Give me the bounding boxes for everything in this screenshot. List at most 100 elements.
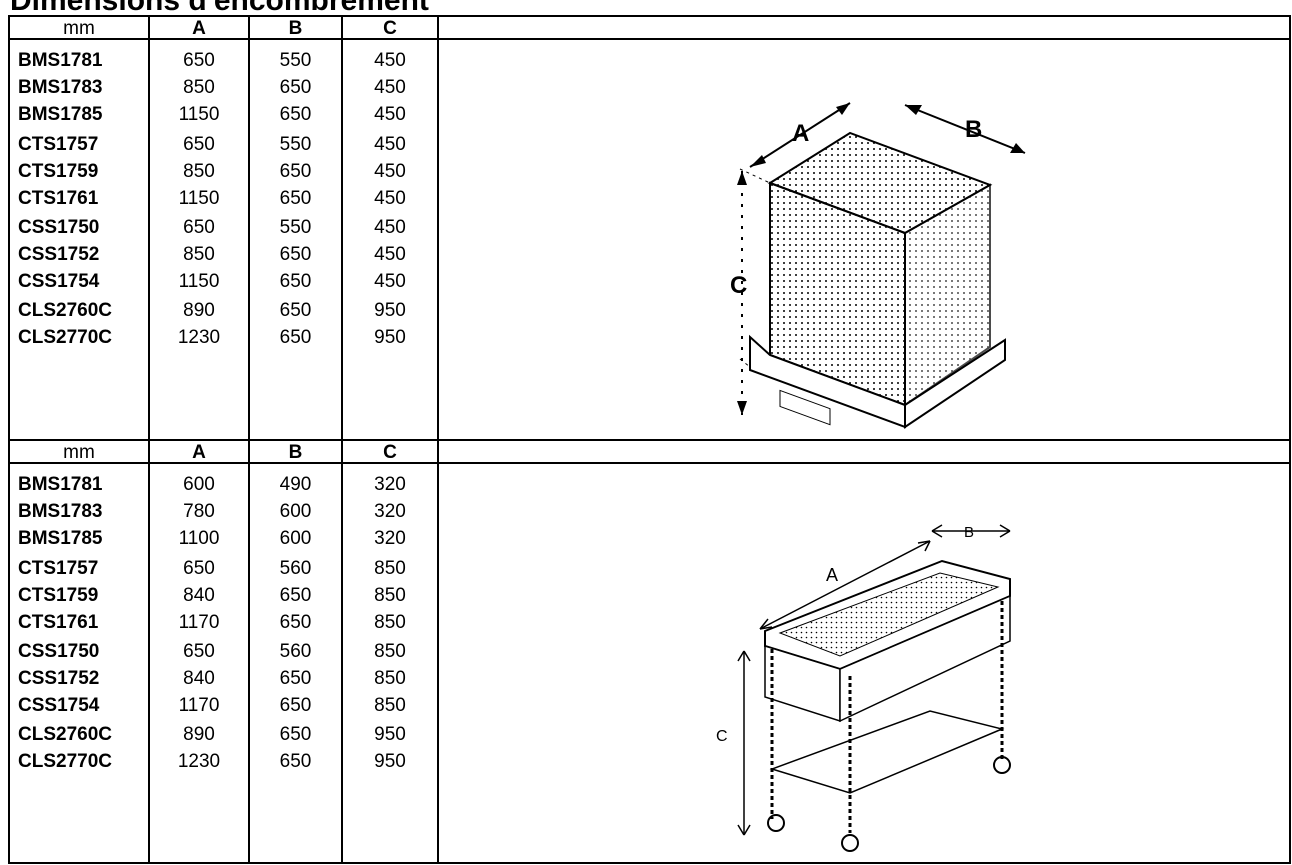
header-c: C [383, 442, 397, 463]
dimension-a-value: 650 [183, 50, 215, 71]
dimension-label-b: B [964, 524, 974, 541]
dimension-c-value: 450 [374, 50, 406, 71]
dimension-a-value: 650 [183, 558, 215, 579]
dimension-c-value: 320 [374, 474, 406, 495]
column-divider [341, 15, 343, 439]
dimension-a-value: 890 [183, 300, 215, 321]
header-a: A [192, 442, 206, 463]
model-name: BMS1785 [18, 528, 103, 549]
dimension-c-value: 850 [374, 612, 406, 633]
model-name: CSS1750 [18, 641, 100, 662]
dimension-a-value: 1170 [178, 695, 220, 716]
dimension-b-value: 650 [279, 612, 312, 633]
dimension-a-value: 1150 [178, 271, 220, 292]
dimension-c-value: 320 [374, 501, 406, 522]
header-c: C [383, 18, 397, 39]
dimension-c-value: 850 [374, 641, 406, 662]
dimension-b-value: 650 [279, 104, 312, 125]
dimension-c-value: 450 [374, 134, 406, 155]
model-name: CTS1759 [18, 161, 99, 182]
dimension-c-value: 450 [374, 161, 406, 182]
dimension-c-value: 450 [374, 188, 406, 209]
model-name: CLS2760C [18, 300, 112, 321]
column-divider [148, 15, 150, 439]
dimension-a-value: 780 [183, 501, 215, 522]
dimension-a-value: 840 [183, 585, 215, 606]
model-name: CSS1752 [18, 244, 100, 265]
column-divider [248, 439, 250, 862]
model-name: CLS2760C [18, 724, 112, 745]
dimension-c-value: 450 [374, 271, 406, 292]
model-name: CSS1752 [18, 668, 100, 689]
model-name: CLS2770C [18, 751, 112, 772]
dimension-label-a: A [792, 120, 809, 147]
dimension-a-value: 850 [183, 77, 215, 98]
dimension-b-value: 560 [279, 558, 312, 579]
dimension-b-value: 650 [279, 585, 312, 606]
model-name: CTS1761 [18, 188, 99, 209]
dimension-b-value: 550 [279, 50, 312, 71]
packed-crate-drawing: A B C [730, 102, 1026, 429]
dimension-b-value: 550 [279, 217, 312, 238]
table-header-row: mm A B C [10, 439, 1289, 464]
dimension-label-a: A [826, 565, 838, 585]
dimension-label-c: C [730, 272, 747, 299]
model-name: CTS1757 [18, 134, 99, 155]
dimension-a-value: 1230 [177, 327, 221, 348]
dimension-a-value: 600 [183, 474, 215, 495]
dimension-c-value: 950 [374, 327, 406, 348]
table-header-row: mm A B C [10, 15, 1289, 40]
dimension-c-value: 850 [374, 585, 406, 606]
header-b: B [288, 442, 303, 463]
model-name: CTS1759 [18, 585, 99, 606]
dimension-a-value: 890 [183, 724, 215, 745]
dimension-b-value: 650 [279, 300, 312, 321]
column-divider [248, 15, 250, 439]
model-name: CTS1761 [18, 612, 99, 633]
model-name: BMS1783 [18, 77, 103, 98]
model-name: CSS1754 [18, 271, 100, 292]
dimension-a-value: 850 [183, 244, 215, 265]
dimension-c-value: 450 [374, 104, 406, 125]
dimension-c-value: 850 [374, 695, 406, 716]
dimension-c-value: 950 [374, 300, 406, 321]
dimension-c-value: 450 [374, 77, 406, 98]
dimension-label-c: C [716, 728, 728, 745]
dimension-b-value: 550 [279, 134, 312, 155]
dimension-b-value: 600 [279, 528, 312, 549]
dimension-b-value: 650 [279, 271, 312, 292]
header-a: A [192, 18, 206, 39]
dimension-a-value: 850 [183, 161, 215, 182]
model-name: CSS1750 [18, 217, 100, 238]
dimension-a-value: 650 [183, 641, 215, 662]
dimension-b-value: 650 [279, 77, 312, 98]
trolley-cart-drawing: A B C [716, 524, 1011, 852]
dimension-b-value: 650 [279, 668, 312, 689]
dimension-c-value: 950 [374, 724, 406, 745]
model-name: BMS1781 [18, 474, 103, 495]
dimension-a-value: 1150 [178, 104, 220, 125]
model-name: BMS1783 [18, 501, 103, 522]
model-name: BMS1785 [18, 104, 103, 125]
dimension-b-value: 650 [279, 188, 312, 209]
dimension-c-value: 450 [374, 244, 406, 265]
dimension-b-value: 600 [279, 501, 312, 522]
model-name: CSS1754 [18, 695, 100, 716]
page-title: Dimensions d'encombrement [10, 0, 429, 17]
dimension-b-value: 650 [279, 244, 312, 265]
dimension-a-value: 1100 [178, 528, 220, 549]
dimension-a-value: 650 [183, 217, 215, 238]
model-name: CLS2770C [18, 327, 112, 348]
header-unit: mm [63, 18, 95, 39]
dimension-b-value: 650 [279, 327, 312, 348]
column-divider [341, 439, 343, 862]
dimension-a-value: 650 [183, 134, 215, 155]
dimension-b-value: 650 [279, 751, 312, 772]
dimension-a-value: 840 [183, 668, 215, 689]
dimension-b-value: 650 [279, 724, 312, 745]
model-name: CTS1757 [18, 558, 99, 579]
dimension-c-value: 450 [374, 217, 406, 238]
